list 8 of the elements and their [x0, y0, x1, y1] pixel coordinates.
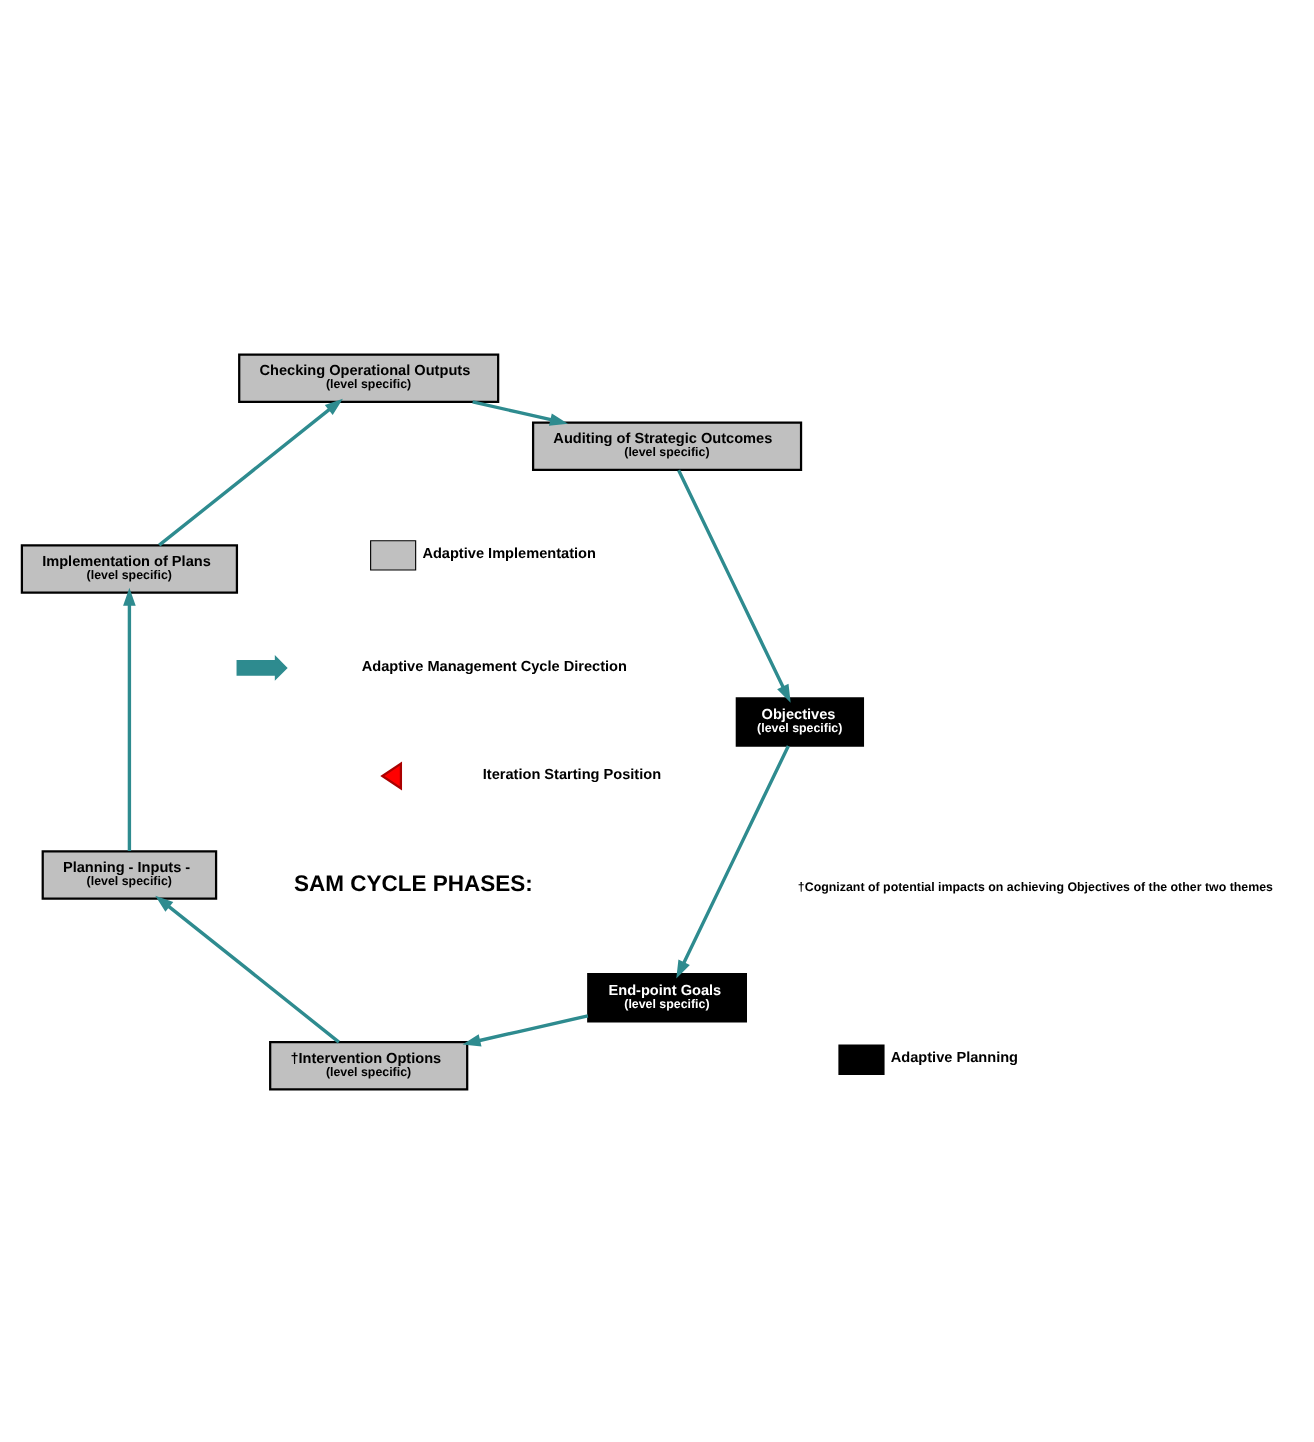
arrow [462, 1013, 589, 1046]
arrow [472, 399, 568, 425]
arrow [677, 468, 791, 702]
label: SAM CYCLE PHASES: [294, 871, 533, 896]
arrow [155, 894, 340, 1043]
arrow [676, 744, 790, 978]
arrow [158, 397, 343, 546]
arrow [123, 586, 136, 850]
